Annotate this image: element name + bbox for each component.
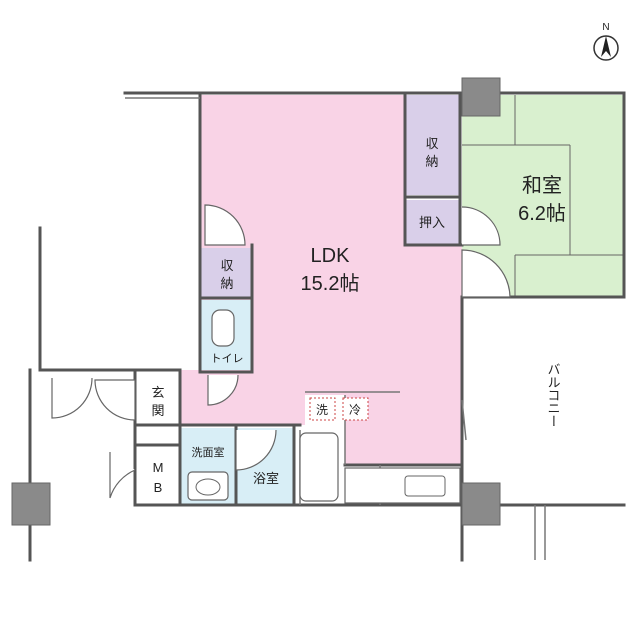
fridge-space: [342, 397, 369, 421]
bathtub: [299, 432, 339, 502]
oshiire-area: [405, 200, 460, 245]
pillar-bottom-left: [11, 482, 51, 526]
pillar-bottom-right: [461, 482, 501, 526]
storage-left-area: [200, 248, 252, 298]
washbasin-bowl: [195, 478, 221, 496]
fixtures: [187, 309, 461, 504]
bath-door: [235, 429, 277, 471]
balcony-label: バルコニー: [546, 363, 561, 428]
mb-label-1: M: [153, 460, 164, 475]
toilet-label: トイレ: [211, 353, 244, 365]
toilet-door: [207, 374, 239, 406]
storage-top-area: [405, 95, 460, 195]
room-labels: LDK 15.2帖 和室 6.2帖 収 納 押入 収 納 トイレ 玄 関 M B…: [151, 136, 565, 495]
entrance-label-1: 玄: [151, 385, 164, 400]
toilet-fixture: [211, 309, 235, 347]
storage-left-door: [204, 204, 246, 246]
fridge-label: 冷: [349, 403, 361, 417]
mb-label-2: B: [154, 480, 163, 495]
washer-space: [309, 397, 336, 421]
ldk-name: LDK: [311, 245, 351, 267]
bath-label: 浴室: [253, 471, 279, 486]
ldk-size: 15.2帖: [301, 272, 360, 295]
storage-left-label-2: 納: [220, 276, 233, 291]
kitchen-sink: [404, 475, 446, 497]
pillar-top: [461, 77, 501, 117]
kitchen-counter: [344, 467, 461, 504]
entrance-door: [51, 377, 93, 419]
storage-top-label-2: 納: [425, 154, 438, 169]
washroom-label: 洗面室: [192, 445, 225, 459]
doors: [51, 204, 511, 499]
oshiire-label: 押入: [419, 215, 445, 230]
washer-label: 洗: [316, 403, 328, 417]
oshiire-door: [461, 206, 501, 246]
washbasin: [187, 471, 229, 501]
entrance-inner-door: [94, 379, 136, 421]
washitsu-door: [461, 249, 511, 298]
washitsu-size: 6.2帖: [518, 202, 566, 225]
mb-door: [109, 452, 136, 499]
compass-label: N: [602, 22, 609, 33]
north-arrow-icon: N: [593, 22, 619, 61]
entrance-label-2: 関: [151, 403, 164, 418]
washitsu-name: 和室: [522, 174, 562, 197]
tatami-lines: [462, 95, 624, 297]
walls: [28, 91, 626, 562]
storage-top-label-1: 収: [425, 136, 438, 151]
storage-left-label-1: 収: [220, 258, 233, 273]
pillars: [11, 77, 501, 526]
